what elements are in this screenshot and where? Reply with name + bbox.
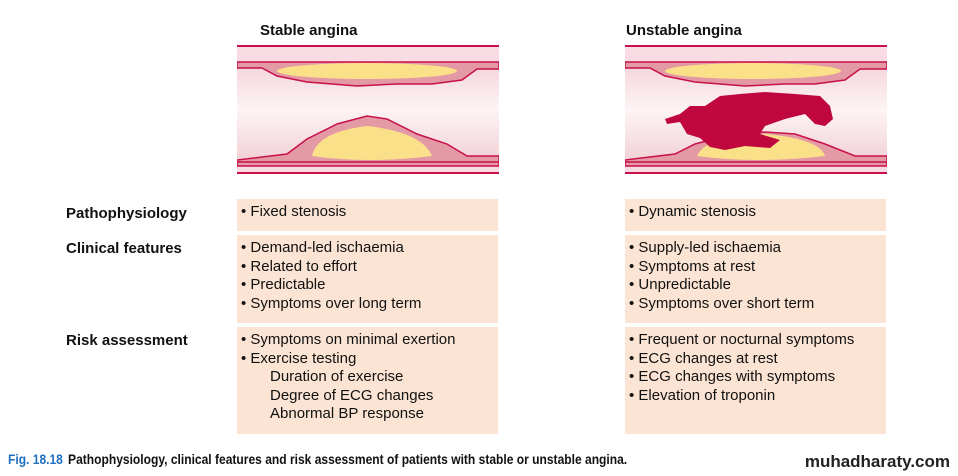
unstable-risk-box: • Frequent or nocturnal symptoms • ECG c…: [625, 327, 886, 434]
list-subitem: Degree of ECG changes: [270, 386, 434, 404]
stable-clinical-box: • Demand-led ischaemia • Related to effo…: [237, 235, 498, 323]
watermark: muhadharaty.com: [804, 452, 950, 471]
list-item: • Symptoms over long term: [241, 294, 422, 312]
unstable-vessel-diagram: [625, 45, 887, 174]
list-item: • Elevation of troponin: [629, 386, 776, 404]
list-item: • Exercise testing: [241, 349, 357, 367]
list-subitem: Abnormal BP response: [270, 405, 424, 422]
list-item: • ECG changes with symptoms: [629, 368, 836, 385]
list-item: • Frequent or nocturnal symptoms: [629, 331, 855, 348]
list-item: • Symptoms on minimal exertion: [241, 331, 456, 348]
list-item: • ECG changes at rest: [629, 349, 778, 367]
caption-text: Pathophysiology, clinical features and r…: [68, 451, 628, 467]
list-item: • Fixed stenosis: [241, 203, 347, 220]
list-item: • Related to effort: [241, 257, 357, 275]
list-item: • Dynamic stenosis: [629, 203, 756, 220]
row-label-clinical: Clinical features: [66, 240, 182, 257]
stable-pathophysiology-box: • Fixed stenosis: [237, 199, 498, 231]
figure-number: Fig. 18.18: [8, 451, 63, 467]
row-label-risk: Risk assessment: [66, 332, 188, 349]
list-item: • Symptoms over short term: [629, 294, 815, 312]
unstable-title: Unstable angina: [626, 22, 742, 39]
list-item: • Unpredictable: [629, 276, 731, 293]
unstable-clinical-box: • Supply-led ischaemia • Symptoms at res…: [625, 235, 886, 323]
stable-risk-box: • Symptoms on minimal exertion • Exercis…: [237, 327, 498, 434]
list-item: • Predictable: [241, 276, 326, 293]
list-item: • Supply-led ischaemia: [629, 239, 781, 256]
stable-vessel-diagram: [237, 45, 499, 174]
stable-title: Stable angina: [260, 22, 358, 39]
row-label-pathophysiology: Pathophysiology: [66, 205, 187, 222]
unstable-pathophysiology-box: • Dynamic stenosis: [625, 199, 886, 231]
list-item: • Demand-led ischaemia: [241, 239, 404, 256]
figure-caption: Fig. 18.18 Pathophysiology, clinical feat…: [8, 451, 627, 467]
list-subitem: Duration of exercise: [270, 368, 404, 385]
list-item: • Symptoms at rest: [629, 257, 756, 275]
